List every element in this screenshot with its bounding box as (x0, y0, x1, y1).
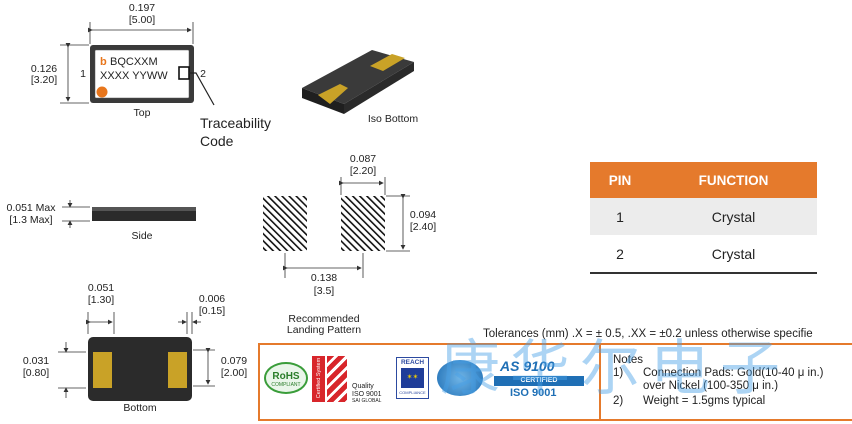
landing-padh-mm: [2.40] (409, 221, 437, 233)
landing-padw-mm: [2.20] (349, 165, 377, 177)
top-pin2-label: 2 (200, 68, 206, 80)
cert-chevron-icon (327, 356, 347, 402)
bottom-padh-in: 0.031 (22, 355, 50, 367)
reach-sub: COMPLIANCE (399, 390, 426, 395)
watermark: 康华尔电子 (440, 334, 790, 404)
landing-padh-in: 0.094 (409, 209, 437, 221)
landing-pitch-in: 0.138 (310, 272, 338, 284)
marking-line1: BQCXXM (110, 56, 158, 68)
pin-cell: 1 (590, 198, 650, 235)
note-line: Connection Pads: Gold(10-40 μ in.) (643, 367, 824, 379)
pin-header: PIN (590, 162, 650, 198)
side-height-in: 0.051 Max (6, 202, 56, 214)
top-pin1-label: 1 (80, 68, 86, 80)
bottom-caption: Bottom (123, 402, 157, 414)
note-item: 2) Weight = 1.5gms typical (613, 395, 824, 408)
eu-stars-icon: ✶✶ (401, 368, 424, 388)
bottom-bodyh-in: 0.079 (220, 355, 248, 367)
globe-icon (437, 360, 483, 396)
pin-cell: 2 (590, 235, 650, 274)
bottom-pad-right (168, 352, 187, 388)
as-mid-text: CERTIFIED (494, 376, 584, 386)
bottom-padh-mm: [0.80] (22, 367, 50, 379)
rohs-text: RoHS (272, 371, 300, 382)
landing-pitch-mm: [3.5] (313, 285, 335, 297)
table-row: 2 Crystal (590, 235, 817, 274)
bottom-padw-mm: [1.30] (87, 294, 115, 306)
bottom-pad-left (93, 352, 112, 388)
note-num: 2) (613, 395, 624, 407)
bottom-bodyh-mm: [2.00] (220, 367, 248, 379)
sai-text: SAI GLOBAL (352, 398, 382, 404)
iso-caption: Iso Bottom (367, 113, 419, 125)
landing-pad-right (341, 196, 385, 251)
side-caption: Side (131, 230, 153, 242)
side-view (62, 200, 196, 228)
landing-padw-in: 0.087 (349, 153, 377, 165)
top-width-mm: [5.00] (128, 14, 156, 26)
table-row: 1 Crystal (590, 198, 817, 235)
footer-box (258, 343, 852, 421)
note-line: Weight = 1.5gms typical (643, 395, 766, 407)
note-num: 1) (613, 367, 624, 379)
function-cell: Crystal (650, 198, 817, 235)
top-width-in: 0.197 (128, 2, 156, 14)
note-item-cont: over Nickel (100-350 μ in.) (613, 380, 824, 393)
quality-text: Quality (352, 383, 374, 390)
note-line: over Nickel (100-350 μ in.) (643, 380, 779, 392)
bottom-padw-in: 0.051 (87, 282, 115, 294)
cert-system-strip: Certified System (312, 356, 325, 402)
notes-block: Notes 1) Connection Pads: Gold(10-40 μ i… (613, 354, 824, 408)
marking-logo: b (100, 56, 107, 68)
reach-logo: REACH ✶✶ COMPLIANCE (396, 357, 429, 399)
cert-system-text: Certified System (316, 357, 322, 399)
function-cell: Crystal (650, 235, 817, 274)
iso-text: ISO 9001 (352, 391, 382, 398)
top-caption: Top (133, 107, 151, 119)
rohs-sub: COMPLIANT (271, 382, 301, 388)
bottom-gap-mm: [0.15] (198, 305, 226, 317)
as-bot-text: ISO 9001 (510, 387, 557, 399)
bottom-gap-in: 0.006 (198, 293, 226, 305)
traceability-box (178, 66, 190, 80)
top-height-in: 0.126 (30, 63, 58, 75)
as9100-logo: AS 9100 CERTIFIED ISO 9001 (480, 358, 592, 402)
traceability-label: Traceability Code (200, 115, 272, 149)
note-item: 1) Connection Pads: Gold(10-40 μ in.) (613, 367, 824, 380)
iso-pad-2 (318, 84, 348, 104)
bottom-view (58, 312, 215, 401)
notes-title: Notes (613, 354, 644, 366)
function-header: FUNCTION (650, 162, 817, 198)
side-height-mm: [1.3 Max] (9, 214, 53, 226)
marking-line2: XXXX YYWW (100, 70, 168, 82)
rohs-logo: RoHS COMPLIANT (264, 362, 308, 394)
iso-bottom-view (302, 50, 414, 114)
pin1-dot-icon (96, 86, 108, 98)
as-top-text: AS 9100 (500, 358, 555, 374)
iso-pad-1 (370, 54, 405, 71)
reach-text: REACH (400, 359, 425, 366)
landing-pad-left (263, 196, 307, 251)
top-dimensions (60, 22, 194, 104)
tolerances-text: Tolerances (mm) .X = ± 0.5, .XX = ±0.2 u… (483, 328, 813, 340)
top-view-package (90, 45, 215, 106)
landing-pattern (263, 177, 410, 278)
top-height-mm: [3.20] (30, 74, 58, 86)
landing-caption: Recommended Landing Pattern (286, 313, 362, 336)
pin-function-table: PIN FUNCTION 1 Crystal 2 Crystal (590, 162, 817, 274)
